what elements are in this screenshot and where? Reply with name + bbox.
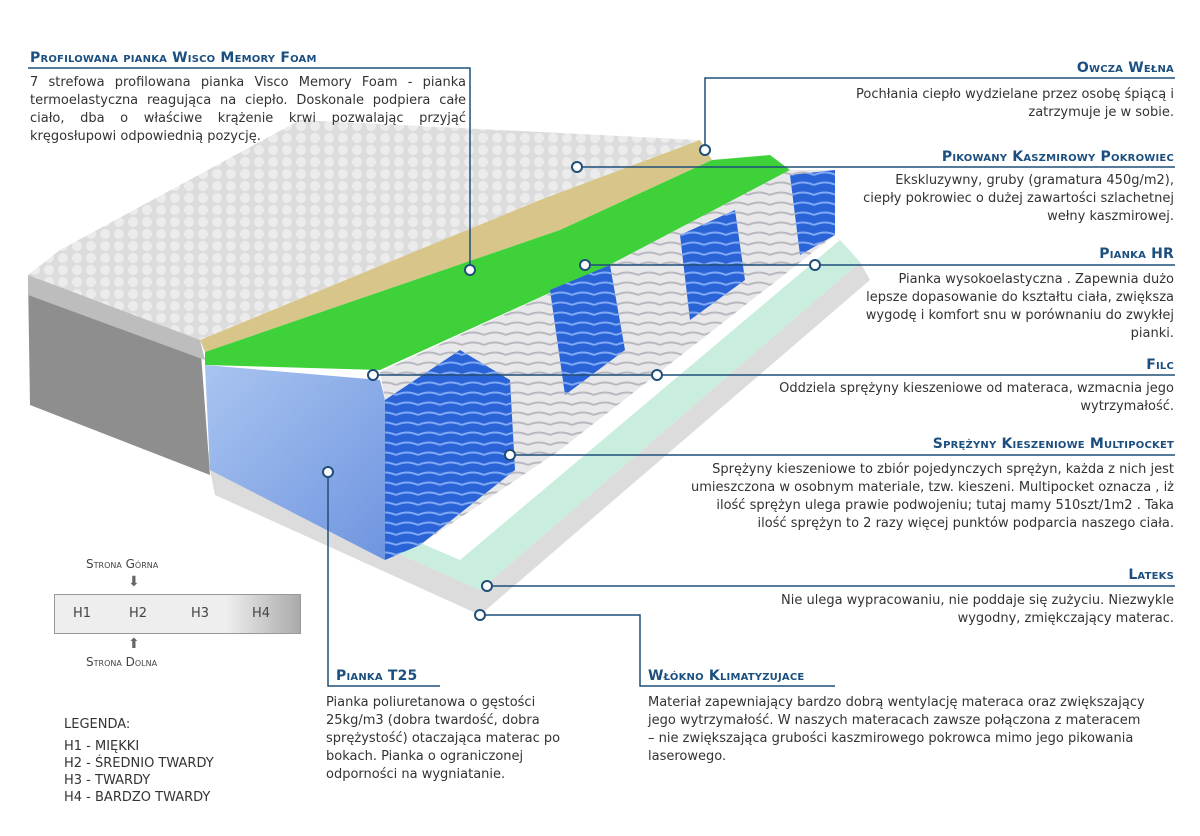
owcza-text: Pochłania ciepło wydzielane przez osobę …: [856, 87, 1174, 120]
sprezyny-text: Sprężyny kieszeniowe to zbiór pojedynczy…: [691, 462, 1174, 531]
filc-text: Oddziela sprężyny kieszeniowe od materac…: [779, 381, 1174, 414]
hr-title: Pianka HR: [1099, 246, 1174, 262]
callout-lines: [28, 67, 1175, 687]
owcza-title: Owcza Wełna: [1076, 60, 1174, 76]
hardness-h2: H2: [129, 606, 148, 621]
top-cover: [28, 120, 700, 340]
arrow-down-icon: ⬇: [128, 574, 140, 590]
wool-layer: [200, 140, 712, 352]
wisco-title: Profilowana pianka Wisco Memory Foam: [30, 50, 317, 66]
wlokno-text: Materiał zapewniający bardzo dobrą wenty…: [648, 695, 1145, 764]
hr-text: Pianka wysokoelastyczna . Zapewnia dużo …: [865, 272, 1174, 341]
legend-item: H4 - BARDZO TWARDY: [64, 790, 211, 805]
hardness-h3: H3: [191, 606, 210, 621]
side-cover: [28, 275, 210, 475]
wlokno-title: Włókno Klimatyzujace: [648, 668, 805, 684]
sprezyny-title: Sprężyny Kieszeniowe Multipocket: [932, 436, 1174, 452]
pikowany-text: Ekskluzywny, gruby (gramatura 450g/m2), …: [863, 173, 1174, 224]
hardness-h4: H4: [252, 606, 271, 621]
t25-title: Pianka T25: [336, 668, 418, 684]
pikowany-title: Pikowany Kaszmirowy Pokrowiec: [941, 149, 1174, 165]
base-layers: [205, 240, 870, 615]
hardness-scale: H1 H2 H3 H4: [54, 594, 301, 634]
filc-title: Filc: [1146, 357, 1174, 373]
legend-item: H3 - TWARDY: [64, 773, 151, 788]
legend-title: LEGENDA:: [64, 717, 131, 732]
bottom-side-label: Strona Dolna: [86, 655, 158, 669]
legend-item: H2 - ŚREDNIO TWARDY: [64, 756, 214, 771]
wisco-text: 7 strefowa profilowana pianka Visco Memo…: [30, 75, 466, 144]
lateks-text: Nie ulega wypracowaniu, nie poddaje się …: [781, 593, 1174, 626]
visco-foam-layer: [205, 155, 790, 370]
t25-foam-block: [205, 365, 385, 560]
t25-text: Pianka poliuretanowa o gęstości 25kg/m3 …: [326, 695, 561, 782]
hardness-h1: H1: [73, 606, 92, 621]
callout-dots: [322, 144, 821, 621]
lateks-title: Lateks: [1128, 567, 1174, 583]
arrow-up-icon: ⬆: [128, 636, 140, 652]
legend-item: H1 - MIĘKKI: [64, 739, 140, 754]
top-side-label: Strona Górna: [86, 557, 159, 571]
